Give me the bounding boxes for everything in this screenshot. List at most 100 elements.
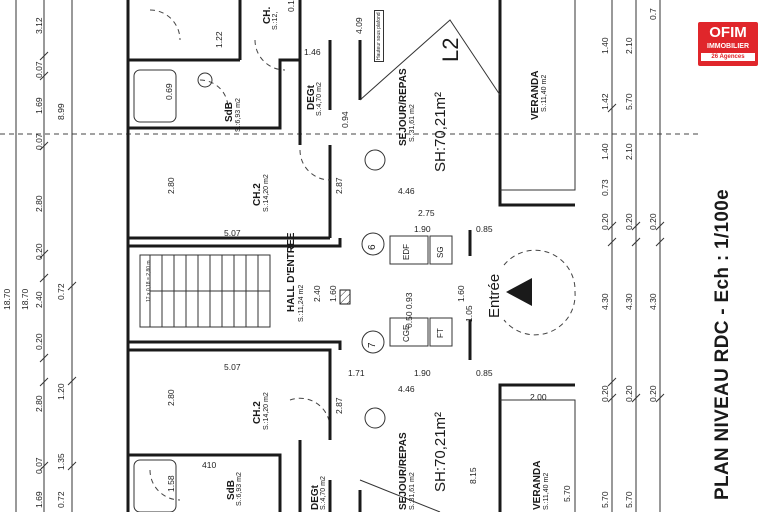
dim-left-row2-5: 0.72 <box>56 491 66 508</box>
wall-top-ch2 <box>128 145 332 240</box>
door-arc-1 <box>149 9 181 41</box>
room-sejour-bottom-area: S.:31,61 m2 <box>409 472 416 510</box>
dim-0-85-top: 0.85 <box>476 224 493 234</box>
bathtub-bottom <box>133 459 177 512</box>
dim-4-46-bottom: 4.46 <box>398 384 415 394</box>
room-ch2-bottom-area: S.:14,20 m2 <box>263 392 270 430</box>
dim-1-60-b: 1.60 <box>456 285 466 302</box>
ceiling-height-note: Hauteur sous plafond <box>374 10 384 62</box>
dim-left-row2-2: 0.72 <box>56 283 66 300</box>
dim-left-5: 2.80 <box>34 195 44 212</box>
room-sejour-bottom: SEJOUR/REPAS <box>398 432 409 510</box>
dim-0-94: 0.94 <box>340 111 350 128</box>
hall-entree: HALL D'ENTREE <box>286 232 297 312</box>
dim-8-15: 8.15 <box>468 467 478 484</box>
wall-bottom-ch2 <box>128 348 332 440</box>
entry-arrow <box>506 278 532 306</box>
dim-1-46: 1.46 <box>304 47 321 57</box>
dim-0-50-0-93: 0.50 0.93 <box>404 292 414 328</box>
dim-left-row2-1: 8.99 <box>56 103 66 120</box>
circle-marker-top-label: 6 <box>367 244 378 250</box>
dim-left-9: 2.80 <box>34 395 44 412</box>
door-arc-4 <box>299 149 331 181</box>
room-veranda-bottom: VERANDA <box>532 460 543 510</box>
dim-1-58: 1.58 <box>166 475 176 492</box>
dim-overall-a: 18.70 <box>2 288 12 310</box>
dim-5-07-bottom: 5.07 <box>224 362 241 372</box>
bathtub-top <box>133 69 177 123</box>
wall-top-sdb <box>128 58 300 130</box>
dim-right-7: 0.20 <box>600 385 610 402</box>
wall-hall-bottom <box>128 340 342 350</box>
circle-marker-bottom <box>361 330 385 354</box>
dim-4-46-top: 4.46 <box>398 186 415 196</box>
dim-2-40: 2.40 <box>312 285 322 302</box>
room-ch2-top: CH.2 <box>252 183 263 206</box>
wall-bottom-sdb <box>128 453 282 512</box>
logo-name: OFIM <box>709 24 747 41</box>
exterior-wall-right-top <box>498 0 575 207</box>
logo-line3: 26 Agences <box>701 53 755 61</box>
dim-5-70-bottom: 5.70 <box>562 485 572 502</box>
dim-2-80-bottom: 2.80 <box>166 389 176 406</box>
dim-right-row3-2: 4.30 <box>648 293 658 310</box>
box-sg-label: SG <box>436 246 445 258</box>
dim-right-row2-4: 0.20 <box>624 213 634 230</box>
ofim-logo: OFIM IMMOBILIER 26 Agences <box>698 22 758 66</box>
wall-top-ch <box>128 0 242 62</box>
wall-bottom-degt <box>298 440 362 512</box>
dim-right-row2-6: 0.20 <box>624 385 634 402</box>
circle-marker-top <box>361 232 385 256</box>
room-sdb-top: SdB <box>224 102 235 122</box>
circle-marker-bottom-label: 7 <box>367 342 378 348</box>
room-degt-bottom-area: S.:4,70 m2 <box>320 476 327 510</box>
dim-left-6: 0.20 <box>34 243 44 260</box>
dim-2-87-top: 2.87 <box>334 177 344 194</box>
hall-entree-area: S.:11,24 m2 <box>298 284 305 322</box>
box-ft <box>429 317 453 347</box>
dim-left-3: 1.69 <box>34 97 44 114</box>
plan-title: PLAN NIVEAU RDC - Ech : 1/100e <box>712 189 733 500</box>
dim-5-07-top: 5.07 <box>224 228 241 238</box>
unit-label-l2: L2 <box>438 37 463 62</box>
dim-right-8: 5.70 <box>600 491 610 508</box>
room-ch2-top-area: S.:14,20 m2 <box>263 174 270 212</box>
hatched-wall-center <box>339 289 351 305</box>
box-cge-label: CGE <box>402 324 411 342</box>
logo-line2: IMMOBILIER <box>707 43 749 50</box>
dim-0-12: 0.12 <box>286 0 296 12</box>
stair-label: 17 x 0,18 = 2,80 m <box>146 260 152 302</box>
dim-right-2: 1.42 <box>600 93 610 110</box>
dim-right-row2-2: 5.70 <box>624 93 634 110</box>
wall-veranda-top <box>500 0 576 191</box>
dim-overall-b: 18.70 <box>20 288 30 310</box>
room-sdb-bottom-area: S.:6,93 m2 <box>236 472 243 506</box>
column-bottom <box>364 407 386 429</box>
dim-left-10: 0.07 <box>34 457 44 474</box>
dim-right-row2-1: 2.10 <box>624 37 634 54</box>
dim-right-3: 1.40 <box>600 143 610 160</box>
dim-4-09: 4.09 <box>354 17 364 34</box>
dim-right-4: 0.73 <box>600 179 610 196</box>
surface-habitable-bottom: SH:70,21m² <box>432 411 449 492</box>
wall-bottom-sejour-diag <box>359 479 441 512</box>
dim-right-1: 1.40 <box>600 37 610 54</box>
dim-right-row3-3: 0.20 <box>648 385 658 402</box>
dim-2-80-top: 2.80 <box>166 177 176 194</box>
dim-2-87-bottom: 2.87 <box>334 397 344 414</box>
dim-1-22: 1.22 <box>214 31 224 48</box>
dim-ticks-right <box>607 103 665 403</box>
dim-right-row3-1: 0.20 <box>648 213 658 230</box>
dim-1-60-a: 1.60 <box>328 285 338 302</box>
dim-left-1: 3.12 <box>34 17 44 34</box>
dim-left-2: 0.07 <box>34 61 44 78</box>
dim-left-row2-4: 1.35 <box>56 453 66 470</box>
wall-veranda-bottom <box>500 399 576 512</box>
box-sg <box>429 235 453 265</box>
dim-right-row3-4: 0.7 <box>648 8 658 20</box>
wall-top-degt <box>298 0 362 145</box>
dim-left-4: 0.07 <box>34 133 44 150</box>
box-cge <box>389 317 429 347</box>
box-ft-label: FT <box>436 328 445 338</box>
column-top <box>364 149 386 171</box>
